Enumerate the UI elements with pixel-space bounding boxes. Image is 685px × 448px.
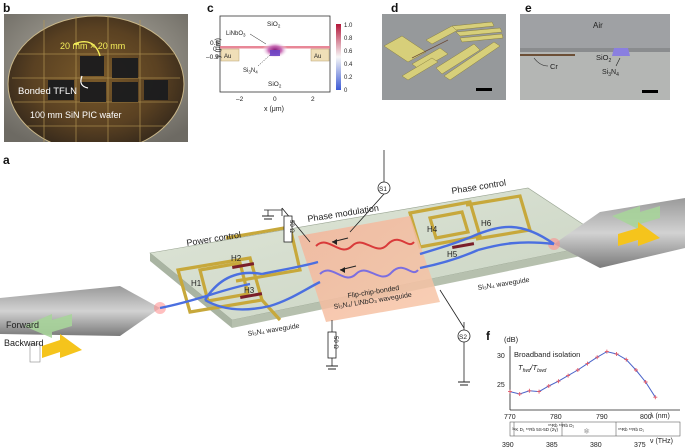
atomic-lines-box bbox=[509, 421, 681, 437]
e-sio2-label: SiO2 bbox=[596, 53, 612, 64]
e-si3n4-label: Si3N4 bbox=[602, 69, 619, 78]
e-air-label: Air bbox=[593, 21, 603, 30]
c-cbar-tick-3: 0.6 bbox=[344, 49, 353, 55]
f-nutick-380: 380 bbox=[590, 442, 602, 448]
isolation-point bbox=[575, 368, 580, 372]
atom-icon: ⚛ bbox=[583, 427, 590, 436]
c-au-left: Au bbox=[224, 54, 231, 60]
r50-top: 50 Ω bbox=[288, 220, 294, 233]
f-unit-label: (dB) bbox=[504, 335, 519, 344]
panel-b-letter: b bbox=[3, 1, 11, 15]
isolation-point bbox=[566, 373, 571, 378]
c-cbar-tick-5: 0.2 bbox=[344, 75, 353, 81]
f-nutick-385: 385 bbox=[546, 442, 558, 448]
isolation-point bbox=[527, 388, 532, 393]
f-ytick-30: 30 bbox=[497, 353, 505, 360]
c-cbar-tick-2: 0.8 bbox=[344, 36, 353, 42]
heater-h2: H2 bbox=[231, 254, 242, 263]
chip-size-label: 20 mm × 20 mm bbox=[60, 41, 125, 51]
heater-h3: H3 bbox=[244, 286, 255, 295]
c-sio2-top: SiO2 bbox=[267, 21, 281, 29]
backward-label: Backward bbox=[4, 338, 44, 348]
panel-a-letter: a bbox=[3, 153, 10, 167]
f-title: Broadband isolation bbox=[514, 350, 580, 359]
forward-label: Forward bbox=[6, 320, 39, 330]
f-xtick-800: 800 bbox=[640, 414, 652, 421]
c-xtick-3: 2 bbox=[311, 96, 315, 103]
right-waveguide-label: Si₃N₄ waveguide bbox=[477, 277, 530, 292]
c-cbar-tick-6: 0 bbox=[344, 88, 348, 94]
f-lambda-label: λ (nm) bbox=[650, 413, 670, 420]
c-colorbar bbox=[336, 24, 341, 90]
c-si3n4-label: Si3N4 bbox=[243, 68, 258, 75]
isolation-point bbox=[643, 380, 648, 384]
f-ratio-label: Tfwd/Tbwd bbox=[518, 363, 546, 374]
isolation-point bbox=[653, 395, 658, 400]
c-sio2-bottom: SiO2 bbox=[268, 81, 282, 89]
e-cr-label: Cr bbox=[550, 62, 558, 71]
f-nu-label: ν (THz) bbox=[650, 438, 673, 445]
heater-h1: H1 bbox=[191, 279, 202, 288]
right-backward-arrow-icon bbox=[618, 222, 660, 246]
isolation-point bbox=[508, 389, 512, 394]
sem-cross-section: Air SiO2 Cr Si3N4 bbox=[520, 14, 670, 100]
power-control-electrodes bbox=[175, 225, 302, 322]
isolation-point bbox=[614, 352, 619, 356]
backward-arrow-icon bbox=[42, 334, 82, 358]
c-ytick-2: 0 bbox=[213, 46, 217, 53]
c-linbo3-label: LiNbO3 bbox=[226, 31, 246, 38]
atom-line-3: ⁸⁵Rb ⁸⁷Rb D₁ bbox=[618, 427, 645, 432]
mode-profile-plot: 0.5 0 –0.5 y (μm) –2 0 2 x (μm) SiO2 LiN… bbox=[206, 15, 353, 113]
c-xtick-2: 0 bbox=[273, 96, 277, 103]
c-au-right: Au bbox=[314, 54, 321, 60]
c-ylabel: y (μm) bbox=[215, 38, 222, 58]
wafer-label: 100 mm SiN PIC wafer bbox=[30, 110, 122, 120]
panel-d-letter: d bbox=[391, 1, 399, 15]
r50-bottom: 50 Ω bbox=[332, 336, 338, 349]
isolation-point bbox=[624, 357, 629, 362]
f-nutick-390: 390 bbox=[502, 442, 514, 448]
atom-line-1: ³⁹K D₁ ⁸⁷Rb 5S-5D (2γ) bbox=[512, 427, 558, 432]
isolation-point bbox=[556, 379, 561, 384]
isolation-chart: (dB) Broadband isolation Tfwd/Tbwd 30 25… bbox=[497, 335, 681, 448]
forward-wave bbox=[315, 238, 415, 251]
c-cbar-tick-4: 0.4 bbox=[344, 62, 353, 68]
f-nutick-375: 375 bbox=[634, 442, 646, 448]
device-schematic: Forward Backward H1 H2 H3 H4 H5 H6 Power bbox=[0, 150, 685, 386]
c-xlabel: x (μm) bbox=[264, 106, 284, 113]
sem-electrode-image bbox=[382, 14, 506, 100]
isolation-line bbox=[509, 351, 656, 398]
heater-h5: H5 bbox=[447, 250, 458, 259]
panel-e-letter: e bbox=[525, 1, 532, 15]
isolation-point bbox=[517, 392, 522, 396]
isolation-point bbox=[546, 384, 551, 388]
forward-arrow-icon bbox=[24, 314, 72, 338]
f-xtick-790: 790 bbox=[596, 414, 608, 421]
isolation-point bbox=[537, 389, 542, 394]
right-forward-arrow-icon bbox=[612, 206, 660, 230]
isolation-point bbox=[633, 368, 638, 372]
isolation-point bbox=[604, 349, 609, 354]
isolation-point bbox=[595, 355, 600, 360]
s1-label: S1 bbox=[379, 186, 387, 193]
f-xtick-780: 780 bbox=[550, 414, 562, 421]
f-xtick-770: 770 bbox=[504, 414, 516, 421]
si3n4-waveguides bbox=[159, 225, 555, 311]
c-xtick-1: –2 bbox=[236, 96, 244, 103]
f-ytick-25: 25 bbox=[497, 382, 505, 389]
panel-f-letter: f bbox=[486, 329, 490, 343]
c-ytick-3: –0.5 bbox=[206, 54, 219, 61]
c-cbar-tick-1: 1.0 bbox=[344, 23, 353, 29]
left-waveguide-label: Si₃N₄ waveguide bbox=[247, 323, 300, 338]
bonded-tfln-label: Bonded TFLN bbox=[18, 86, 77, 97]
s2-label: S2 bbox=[459, 334, 467, 341]
heater-h4: H4 bbox=[427, 225, 438, 234]
wafer-photo: 20 mm × 20 mm Bonded TFLN 100 mm SiN PIC… bbox=[4, 14, 188, 142]
isolation-point bbox=[585, 361, 590, 366]
backward-wave bbox=[319, 266, 419, 279]
panel-c-letter: c bbox=[207, 1, 214, 15]
heater-h6: H6 bbox=[481, 219, 492, 228]
atom-line-2: ⁸⁵Rb ⁸⁷Rb D₂ bbox=[548, 423, 575, 428]
c-ytick-1: 0.5 bbox=[210, 40, 219, 47]
